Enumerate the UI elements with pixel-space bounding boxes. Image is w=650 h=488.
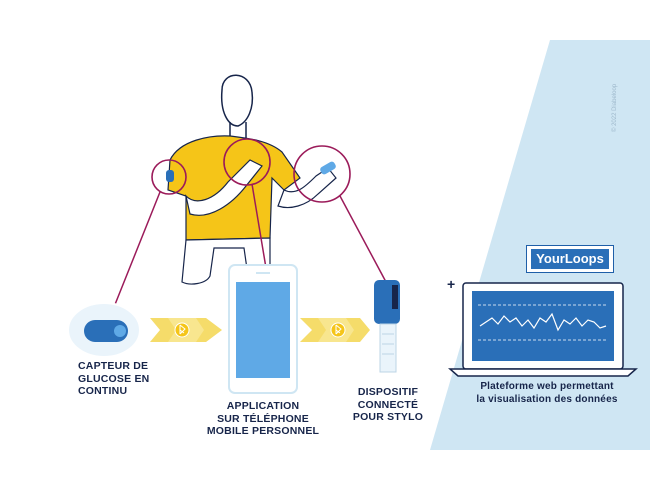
glucose-trace xyxy=(479,312,607,332)
sensor-label: CAPTEUR DE GLUCOSE EN CONTINU xyxy=(78,360,150,397)
brand-label: YourLoops xyxy=(531,249,609,269)
smartphone xyxy=(228,264,298,394)
person-figure xyxy=(166,74,337,285)
app-label: APPLICATION SUR TÉLÉPHONE MOBILE PERSONN… xyxy=(206,400,320,437)
bluetooth-band-left xyxy=(150,318,222,342)
laptop xyxy=(448,282,638,377)
plus-sign: + xyxy=(447,276,456,292)
chest-zoom-circle xyxy=(223,138,271,186)
sensor-connector xyxy=(111,191,161,313)
glucose-sensor xyxy=(67,302,141,358)
pen-zoom-circle xyxy=(293,145,351,203)
web-label: Plateforme web permettant la visualisati… xyxy=(476,381,618,405)
phone-connector xyxy=(251,183,267,269)
bluetooth-band-right xyxy=(300,318,370,342)
pen-label: DISPOSITIF CONNECTÉ POUR STYLO xyxy=(352,386,424,423)
yourloops-logo: YourLoops xyxy=(526,245,614,273)
insulin-pen xyxy=(374,280,400,373)
sensor-zoom-circle xyxy=(151,159,187,195)
bluetooth-icon xyxy=(330,322,346,338)
pen-connector xyxy=(339,195,387,283)
bluetooth-icon xyxy=(174,322,190,338)
copyright-text: © 2022 Diabeloop xyxy=(612,83,618,132)
